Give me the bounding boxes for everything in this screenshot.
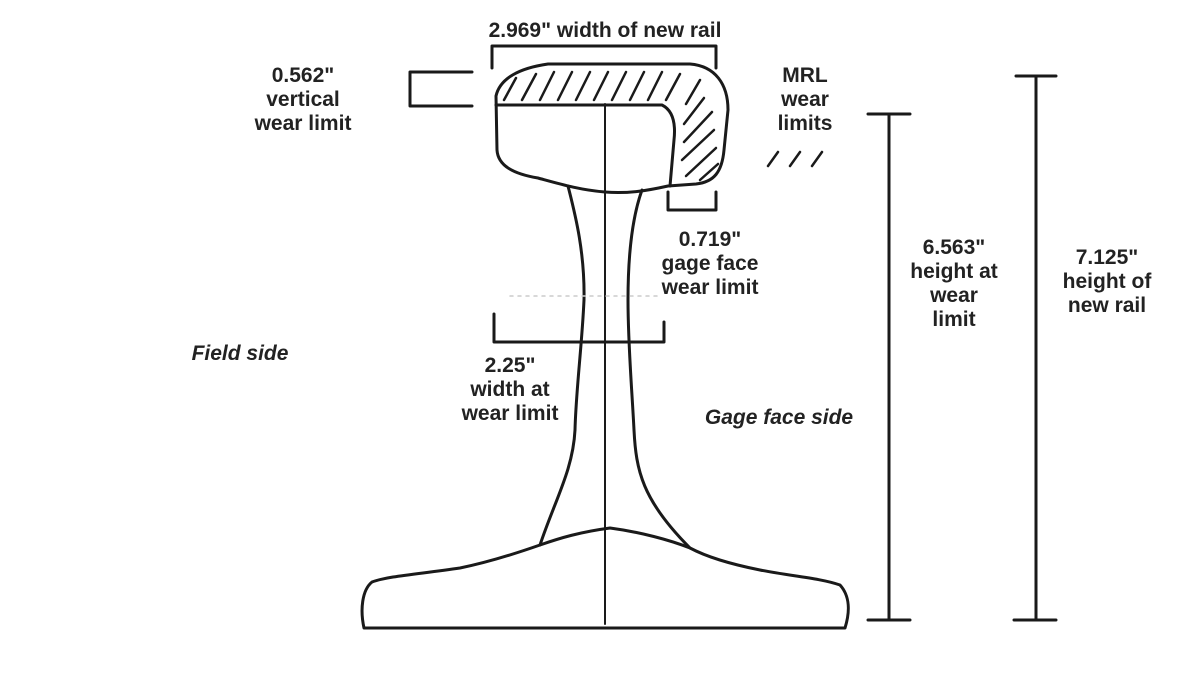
gage-face-wear-bracket [666,190,718,212]
mrl-line1: MRL [782,64,828,87]
field-side-label: Field side [170,342,310,366]
wear-hatching [502,70,720,182]
new-rail-width-bracket [490,44,718,70]
wear-height-line4: limit [932,308,976,331]
wear-width-line3: wear limit [461,402,559,425]
mrl-line2: wear [781,88,829,111]
wear-zone-boundary [494,103,676,188]
field-side-text: Field side [191,342,289,365]
gage-face-wear-line2: gage face [661,252,759,275]
mrl-hatch-sample [766,150,824,168]
rail-web-left-edge [538,184,586,547]
gage-face-wear-line3: wear limit [661,276,759,299]
wear-width-bracket [492,312,666,344]
new-rail-width-text: 2.969" width of new rail [488,19,722,42]
rail-web-right-edge [626,188,692,550]
wear-height-line3: wear [930,284,978,307]
new-height-value: 7.125" [1075,246,1139,269]
gage-face-wear-value: 0.719" [678,228,742,251]
wear-height-line2: height at [910,260,998,283]
wear-width-line2: width at [470,378,550,401]
vertical-wear-label: 0.562" vertical wear limit [228,64,378,136]
wear-width-label: 2.25" width at wear limit [440,354,580,426]
vertical-wear-value: 0.562" [271,64,335,87]
rail-base-outline [360,526,850,630]
new-rail-width-label: 2.969" width of new rail [470,19,740,43]
gage-face-side-text: Gage face side [704,406,854,429]
vertical-wear-line3: wear limit [254,112,352,135]
mrl-wear-label: MRL wear limits [750,64,860,136]
gage-face-wear-label: 0.719" gage face wear limit [640,228,780,300]
vertical-wear-bracket [408,70,474,108]
mrl-line3: limits [777,112,833,135]
new-height-line2: height of [1062,270,1152,293]
new-height-label: 7.125" height of new rail [1042,246,1172,318]
new-height-line3: new rail [1067,294,1147,317]
wear-height-value: 6.563" [922,236,986,259]
wear-width-value: 2.25" [484,354,536,377]
rail-head-outline [494,62,730,194]
wear-height-label: 6.563" height at wear limit [894,236,1014,332]
gage-face-side-label: Gage face side [684,406,874,430]
vertical-wear-line2: vertical [266,88,340,111]
